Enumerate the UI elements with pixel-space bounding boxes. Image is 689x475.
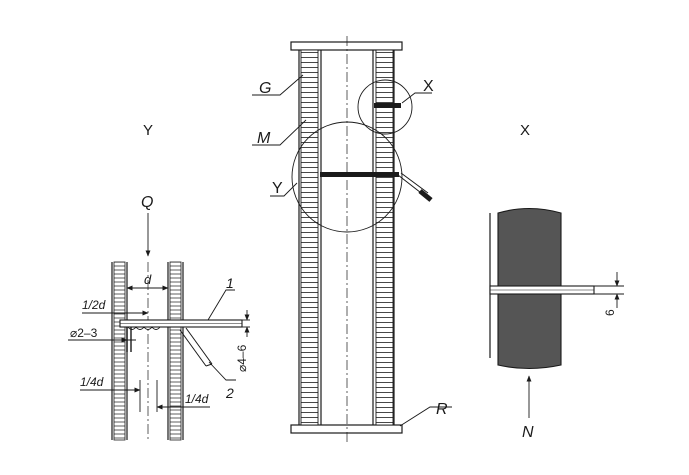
label-part-1: 1	[226, 275, 234, 291]
detail-x: 6 N	[489, 208, 624, 441]
top-flange	[290, 41, 403, 51]
label-r: R	[436, 401, 448, 418]
label-q: Q	[141, 194, 153, 211]
label-x-marker: X	[423, 78, 434, 95]
view-title-y: Y	[143, 122, 153, 139]
detail-circle-x	[357, 79, 413, 135]
detail-y: d Q 1/2d 1 ⌀2–3 ⌀4–6 1	[68, 194, 250, 441]
label-n: N	[522, 424, 534, 441]
label-g: G	[259, 80, 271, 97]
dim-dia-2-3: ⌀2–3	[70, 326, 98, 340]
dim-half-d: 1/2d	[82, 298, 106, 312]
dim-dia-4-6: ⌀4–6	[235, 344, 249, 372]
right-insulation	[375, 49, 394, 426]
dim-quarter-d-left: 1/4d	[80, 375, 104, 389]
dim-quarter-d-right: 1/4d	[185, 392, 209, 406]
thermocouple-x	[374, 103, 401, 108]
label-m: M	[257, 130, 271, 147]
left-insulation	[300, 49, 319, 426]
bottom-flange	[290, 424, 403, 434]
view-title-x: X	[520, 122, 530, 139]
label-y-marker: Y	[272, 180, 283, 197]
dim-6: 6	[603, 309, 617, 316]
main-column	[252, 36, 452, 442]
thermocouple-y	[320, 172, 399, 177]
dim-d: d	[144, 272, 152, 287]
detail-circle-y	[291, 121, 403, 233]
label-part-2: 2	[225, 385, 234, 401]
